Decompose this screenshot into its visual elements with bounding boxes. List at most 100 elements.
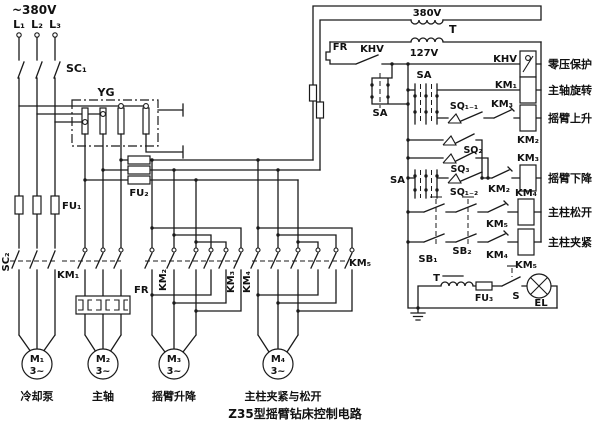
control-fuse-a <box>308 84 318 102</box>
function-spindle: 主轴旋转 <box>548 83 592 97</box>
km4-coil-label: KM₄ <box>515 188 537 199</box>
sa-switch-1 <box>370 63 409 108</box>
sc2-label: SC₂ <box>1 253 12 272</box>
km3-coil <box>519 164 537 192</box>
km3-coil-label: KM₃ <box>517 153 539 164</box>
km5-coil-label: KM₅ <box>515 260 537 271</box>
motor-M4: M₄ 3~ <box>262 348 294 380</box>
motor-m3-phase: 3~ <box>167 366 182 377</box>
km4-contacts-label: KM₄ <box>242 271 253 293</box>
arm-up-rung <box>447 104 542 132</box>
sa1-label: SA <box>373 108 388 119</box>
sc1-label: SC₁ <box>66 62 87 75</box>
km3-interlock-label: KM₃ <box>491 99 513 110</box>
km4-interlock-label: KM₄ <box>486 250 508 261</box>
sq1-1-label: SQ₁₋₁ <box>450 101 478 112</box>
fu3-fuse <box>475 281 493 291</box>
fuse-FU1-b <box>32 195 42 215</box>
lamp-winding-label: T <box>433 273 440 284</box>
sb1-label: SB₁ <box>418 254 437 265</box>
km3-contacts-label: KM₃ <box>226 271 237 293</box>
column-release-rung <box>407 198 542 226</box>
control-junctions <box>390 62 490 310</box>
terminal-L2 <box>34 32 40 38</box>
km2-coil-label: KM₂ <box>517 135 539 146</box>
phase-L3-label: L₃ <box>49 18 61 31</box>
fr-heater <box>75 295 131 315</box>
supply-label: ~380V <box>12 3 57 17</box>
sb2-label: SB₂ <box>452 246 471 257</box>
fu1-label: FU₁ <box>62 201 81 212</box>
sa3-label: SA <box>390 175 405 186</box>
function-col-clamp: 主柱夹紧 <box>548 235 592 249</box>
fuse-FU1-c <box>50 195 60 215</box>
km5-coil <box>517 228 535 256</box>
ground-symbol <box>410 307 426 321</box>
column-clamp-rung <box>407 228 542 256</box>
sq3-branch <box>407 151 489 179</box>
motor-m2-id: M₂ <box>96 354 110 365</box>
transformer-label: T <box>449 23 457 36</box>
km2-interlock-label: KM₂ <box>488 184 510 195</box>
motor-m3-caption: 摇臂升降 <box>152 389 197 403</box>
lamp-switch-label: S <box>512 291 519 302</box>
function-arm-down: 摇臂下降 <box>548 171 593 185</box>
sq2-branch <box>407 133 483 179</box>
motor-M1: M₁ 3~ <box>21 348 53 380</box>
yg-label: YG <box>97 86 115 99</box>
phase-L2-label: L₂ <box>31 18 43 31</box>
arm-down-rung <box>447 164 542 192</box>
terminal-L3 <box>52 32 58 38</box>
motor-M3: M₃ 3~ <box>158 348 190 380</box>
motor-m1-caption: 冷却泵 <box>21 389 54 403</box>
motor-m4-id: M₄ <box>271 354 285 365</box>
lamp-el-label: EL <box>534 298 548 309</box>
motor-m4-phase: 3~ <box>271 366 286 377</box>
sq1-2-label: SQ₁₋₂ <box>450 187 478 198</box>
motor-m1-id: M₁ <box>30 354 44 365</box>
km5-interlock-label: KM₅ <box>486 219 508 230</box>
fr-label: FR <box>134 285 149 296</box>
control-transformer <box>308 5 542 171</box>
fuse-FU1-a <box>14 195 24 215</box>
control-fuse-b <box>315 101 325 119</box>
function-col-release: 主柱松开 <box>548 205 592 219</box>
motor-m2-caption: 主轴 <box>92 389 114 403</box>
km1-contacts-label: KM₁ <box>57 270 79 281</box>
km1-coil <box>519 76 537 104</box>
terminal-L1 <box>16 32 22 38</box>
feeder-wires <box>151 159 353 249</box>
contact-terminals <box>82 247 355 253</box>
sa-switch-3 <box>407 169 449 199</box>
main-contacts <box>62 158 355 353</box>
khv-contact-label: KHV <box>360 44 384 55</box>
sa-switch-2 <box>407 76 542 125</box>
sq2-label: SQ₂ <box>463 145 482 156</box>
km4-coil <box>517 198 535 226</box>
fu2-fuses <box>84 133 321 249</box>
secondary-voltage-label: 127V <box>410 48 439 59</box>
km2-contacts-label: KM₂ <box>158 269 169 291</box>
yg-box <box>71 99 159 147</box>
lamp-circuit <box>410 265 558 321</box>
sa2-label: SA <box>417 70 432 81</box>
phase-lines <box>10 32 61 353</box>
motor-m3-id: M₃ <box>167 354 181 365</box>
km1-coil-label: KM₁ <box>495 80 517 91</box>
khv-coil-label: KHV <box>493 54 517 65</box>
function-zero-volt: 零压保护 <box>547 57 592 71</box>
phase-L1-label: L₁ <box>13 18 25 31</box>
sb-button-linkages <box>430 196 474 246</box>
sq3-label: SQ₃ <box>450 164 469 175</box>
fr-khv-row <box>325 41 542 78</box>
motor-m4-caption: 主柱夹紧与松开 <box>245 389 322 403</box>
motor-m1-phase: 3~ <box>30 366 45 377</box>
fu3-label: FU₃ <box>475 293 493 304</box>
fr-contact-label: FR <box>333 42 348 53</box>
km2-coil <box>519 104 537 132</box>
primary-voltage-label: 380V <box>413 8 442 19</box>
diagram-title: Z35型摇臂钻床控制电路 <box>228 406 362 421</box>
motor-m2-phase: 3~ <box>96 366 111 377</box>
yg-drum-switch <box>18 99 184 159</box>
